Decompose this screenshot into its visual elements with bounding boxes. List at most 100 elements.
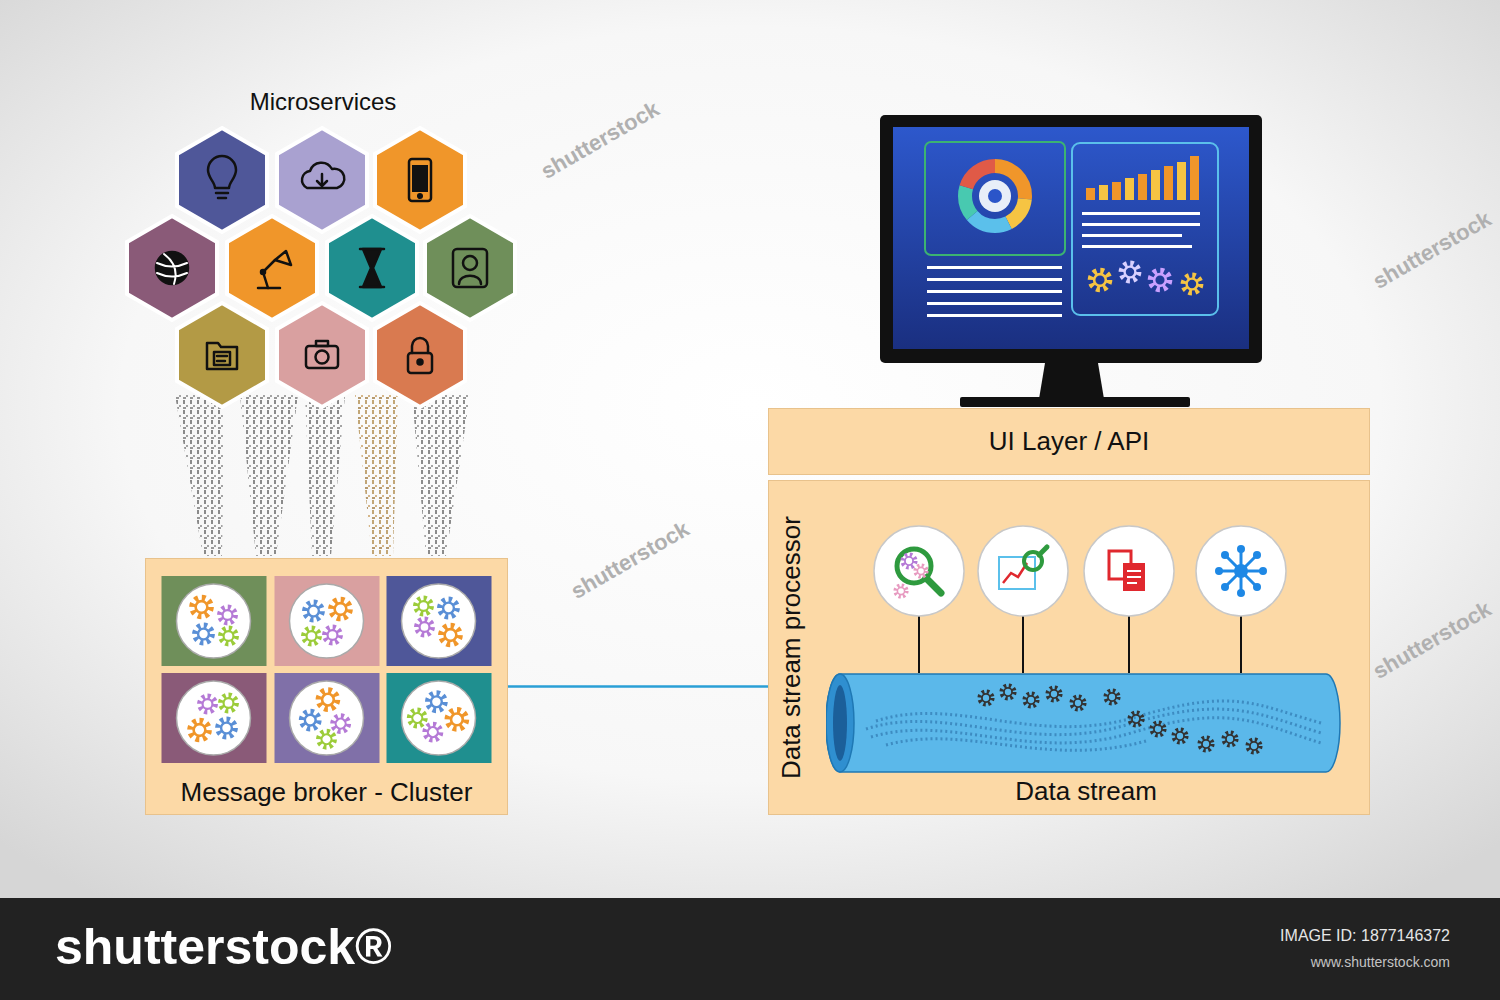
dashboard-monitor-part (1190, 156, 1199, 200)
stream-pipe-part-part (1130, 713, 1143, 726)
dashboard-monitor-part (1072, 143, 1218, 315)
broker-cells-part-part (275, 673, 380, 763)
microservice-icons-part-part (306, 346, 338, 368)
microservice-hexagons-part (375, 128, 465, 232)
watermark: shutterstock (536, 96, 663, 184)
broker-cells-part-part (290, 584, 364, 658)
dashboard-monitor-part (1122, 264, 1139, 281)
microservice-hexagons-part (177, 128, 267, 232)
dashboard-monitor-part (927, 302, 1062, 305)
microservice-icons-part (302, 163, 344, 188)
dashboard-monitor-part (1138, 174, 1147, 200)
stream-pipe-part-part (1174, 730, 1187, 743)
processor-functions-part-part (1084, 526, 1174, 616)
microservice-icons-part-part (216, 192, 228, 195)
processor-functions-part-part (1022, 616, 1024, 673)
broker-cells-part-part (290, 681, 364, 755)
dashboard-monitor-part-part (965, 166, 1025, 226)
stream-processor-box: Data stream processor Data stream (768, 480, 1370, 815)
microservice-icons-part-part (408, 353, 432, 373)
dashboard-monitor-part (893, 127, 1249, 349)
dashboard-monitor-part (1151, 170, 1160, 200)
section-title: Microservices (250, 88, 397, 116)
ui-layer-band: UI Layer / API (768, 408, 1370, 475)
microservice-icons-part (408, 338, 432, 373)
microservice-icons-part (156, 252, 188, 284)
dashboard-monitor-part (965, 166, 1025, 226)
watermark: shutterstock (536, 96, 663, 184)
node-label: UI Layer / API (989, 426, 1149, 457)
node-label: Data stream processor (775, 516, 806, 779)
logo-text: shutterstock® (55, 919, 392, 977)
footer-bar (0, 898, 1500, 1000)
processor-functions-part-part (903, 555, 916, 568)
processor-functions-part-part-part (1237, 545, 1245, 553)
broker-cells-part (387, 576, 492, 666)
processor-functions-part (1084, 526, 1174, 616)
microservice-icons-part (258, 251, 291, 288)
microservice-icons-part-part (363, 249, 381, 287)
broker-cells-part-part (162, 673, 267, 763)
microservice-icons-part-part (207, 343, 237, 369)
microservice-hexagons-part (227, 216, 317, 320)
dashboard-monitor-part (979, 180, 1011, 212)
dashboard-monitor-part (927, 290, 1062, 293)
processor-functions-part-part (915, 565, 926, 576)
site-url: www.shutterstock.com (1311, 953, 1450, 971)
dashboard-monitor-part-part (965, 166, 1025, 226)
processor-functions-part-part (1039, 547, 1047, 555)
watermark: shutterstock (1368, 596, 1495, 684)
dashboard-monitor-part (1184, 276, 1201, 293)
broker-cells-part-part (162, 576, 267, 666)
watermark: shutterstock (1368, 206, 1495, 294)
microservice-icons-part-part (409, 159, 431, 201)
microservice-icons (156, 156, 487, 373)
microservice-icons-part (409, 159, 431, 201)
watermark: shutterstock (566, 516, 693, 604)
microservice-icons-part-part (217, 360, 225, 363)
processor-functions (769, 481, 1371, 681)
dashboard-monitor (880, 115, 1262, 407)
dashboard-monitor-part (1039, 363, 1104, 399)
microservice-icons-part-part (218, 197, 226, 200)
microservice-icons-part (306, 341, 338, 368)
microservice-icons-part-part (217, 355, 227, 358)
processor-functions-part-part-part (1234, 564, 1248, 578)
broker-cells-part-part (416, 598, 460, 644)
processor-functions-part-part (1127, 570, 1141, 572)
data-stream-cylinder: Data stream (826, 673, 1346, 813)
dashboard-monitor-part (927, 266, 1062, 269)
microservice-icons-part-part (316, 351, 329, 364)
processor-functions-part-part-part (1221, 583, 1229, 591)
stream-pipe-part-part (1224, 733, 1237, 746)
dashboard-monitor-part (1125, 178, 1134, 200)
microservice-icons-part-part (418, 194, 422, 198)
microservice-icons-part-part (412, 338, 428, 353)
processor-functions-part-part (895, 585, 906, 596)
processor-functions-part-part (1123, 563, 1145, 591)
stream-pipe-part-part (1152, 723, 1165, 736)
binary-streams-part (305, 395, 345, 556)
broker-cells-part (275, 673, 380, 763)
microservice-hexagons-part (327, 216, 417, 320)
microservice-icons-part-part (459, 276, 481, 284)
microservice-hexagons-part (425, 216, 515, 320)
processor-functions-part (919, 616, 1241, 673)
dashboard-monitor-part (1177, 162, 1186, 200)
dashboard-monitor-part (1086, 188, 1095, 200)
processor-functions-part-part (874, 526, 964, 616)
broker-cells-part (275, 576, 380, 666)
microservice-icons-part-part (316, 341, 328, 346)
watermark: shutterstock (1368, 206, 1495, 294)
connectors (508, 686, 768, 687)
microservice-hexagons-part (277, 128, 367, 232)
dashboard-monitor-part (1164, 166, 1173, 200)
broker-cells-part-part (177, 681, 251, 755)
background (0, 0, 1500, 898)
microservice-hexagons-part (177, 303, 267, 407)
processor-functions-part-part-part (1253, 551, 1261, 559)
processor-functions-part-part-part (1253, 583, 1261, 591)
